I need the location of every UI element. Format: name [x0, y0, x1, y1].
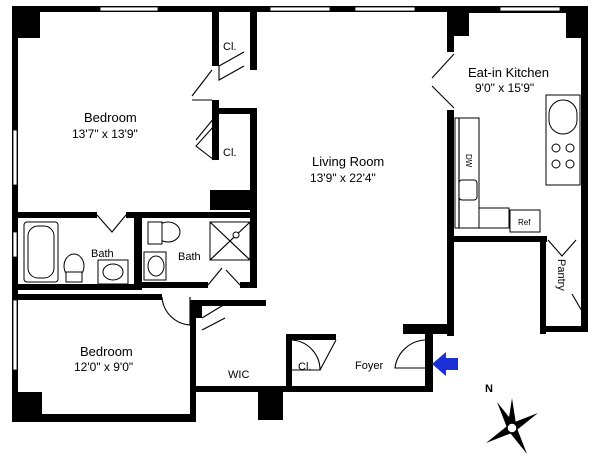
- bedroom2-name: Bedroom: [80, 344, 133, 359]
- wic-name: WIC: [228, 369, 249, 381]
- closet3-name: Cl.: [298, 361, 311, 373]
- closet1-name: Cl.: [223, 41, 236, 53]
- windows: [12, 6, 561, 371]
- bedroom1-dims: 13'7" x 13'9": [72, 127, 138, 141]
- bedroom1-name: Bedroom: [84, 110, 137, 125]
- interior-walls: [12, 6, 454, 390]
- compass-rose-icon: [486, 398, 538, 454]
- pantry-name: Pantry: [555, 259, 567, 291]
- kitchen-fixtures: DW Ref: [454, 94, 581, 233]
- dishwasher-label: DW: [464, 154, 473, 168]
- kitchen-name: Eat-in Kitchen: [468, 65, 549, 80]
- doors: [96, 51, 587, 371]
- refrigerator-label: Ref: [518, 218, 531, 227]
- living-room-name: Living Room: [312, 154, 384, 169]
- bath1-name: Bath: [91, 248, 114, 260]
- living-room-dims: 13'9" x 22'4": [310, 171, 376, 185]
- compass-north-label: N: [485, 383, 493, 395]
- foyer-name: Foyer: [355, 360, 383, 372]
- kitchen-dims: 9'0" x 15'9": [475, 81, 534, 95]
- bedroom2-dims: 12'0" x 9'0": [74, 360, 133, 374]
- bath1-fixtures: [23, 221, 129, 285]
- bath2-fixtures: [143, 221, 251, 281]
- bath2-name: Bath: [178, 251, 201, 263]
- closet2-name: Cl.: [223, 147, 236, 159]
- entry-arrow-icon: [432, 352, 458, 376]
